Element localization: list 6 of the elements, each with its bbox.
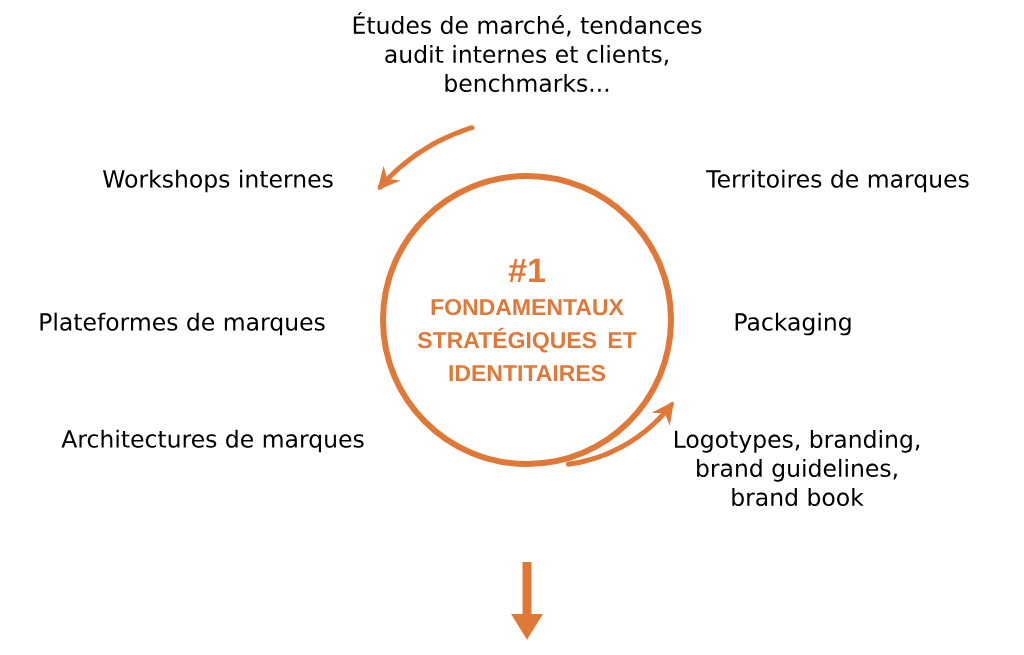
label: Logotypes, branding, brand guidelines, brand book: [675, 429, 920, 507]
label: Packaging: [735, 312, 851, 336]
label: Territoires de marques: [706, 169, 969, 193]
label: Plateformes de marques: [40, 312, 325, 336]
label: Workshops internes: [103, 169, 333, 193]
label: Études de marché, tendances audit internes et clients, benchmarks...: [353, 11, 702, 93]
